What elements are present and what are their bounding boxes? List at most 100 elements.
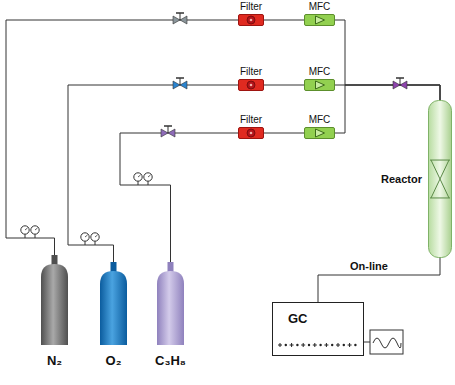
pressure-gauge xyxy=(81,233,89,241)
filter-box-shape xyxy=(238,14,264,26)
mfc-box-shape xyxy=(304,79,335,91)
gas-line xyxy=(120,133,238,262)
node-label: MFC xyxy=(309,114,331,125)
drawing-part xyxy=(431,160,449,198)
node-label: MFC xyxy=(309,1,331,12)
drawing-part xyxy=(316,16,325,24)
drawing-part xyxy=(250,84,253,87)
node-label: Filter xyxy=(240,114,262,125)
reactor-column-shape xyxy=(428,100,452,258)
gas-cylinder-shape xyxy=(41,255,68,345)
valve-symbol xyxy=(173,16,180,24)
valve-symbol xyxy=(180,16,187,24)
drawing-part xyxy=(250,19,253,22)
gas-cylinder-shape xyxy=(100,262,127,345)
drawing-part xyxy=(250,132,253,135)
drawing-part xyxy=(316,129,325,137)
gas-line xyxy=(264,20,304,21)
gas-label: O₂ xyxy=(106,353,122,368)
drawing-part xyxy=(430,160,450,161)
valve-symbol xyxy=(168,129,175,137)
gas-line xyxy=(264,85,304,86)
signal-wave xyxy=(373,338,401,348)
drawing-part xyxy=(247,81,255,89)
gas-cylinder: C₃H₈ xyxy=(157,262,184,345)
gas-line xyxy=(335,85,440,133)
drawing-part xyxy=(273,303,364,356)
node-label: Reactor xyxy=(381,173,422,185)
valve-symbol xyxy=(400,81,407,89)
drawing-part xyxy=(430,197,450,198)
node-label: GC xyxy=(288,311,308,326)
gas-line xyxy=(318,258,440,302)
pressure-gauge xyxy=(91,233,99,241)
drawing-part xyxy=(331,344,333,346)
filter-box: Filter xyxy=(238,127,264,139)
valve-symbol xyxy=(180,81,187,89)
valve-symbol xyxy=(161,129,168,137)
gas-label: N₂ xyxy=(47,353,62,368)
drawing-part xyxy=(239,80,264,91)
filter-box: Filter xyxy=(238,14,264,26)
pressure-gauge xyxy=(134,173,142,181)
gas-line xyxy=(6,20,238,255)
drawing-part xyxy=(349,343,350,347)
gas-cylinder: O₂ xyxy=(100,262,127,345)
valve-stem xyxy=(400,78,401,85)
drawing-part xyxy=(303,343,304,347)
drawing-part xyxy=(431,160,449,198)
drawing-part xyxy=(343,344,345,346)
gauge-needle xyxy=(95,235,98,237)
gauge-needle xyxy=(138,175,141,177)
node-label: Filter xyxy=(240,1,262,12)
drawing-part xyxy=(291,343,292,347)
drawing-part xyxy=(338,343,339,347)
reactor-column: Reactor xyxy=(428,100,452,258)
drawing-part xyxy=(319,344,321,346)
filter-box-shape xyxy=(238,79,264,91)
pressure-gauge xyxy=(21,226,29,234)
drawing-part xyxy=(41,264,68,345)
drawing-part xyxy=(305,128,335,139)
drawing-part xyxy=(316,81,325,89)
recorder-box xyxy=(370,330,403,354)
drawing-part xyxy=(305,80,335,91)
gauge-needle xyxy=(148,175,151,177)
gauge-needle xyxy=(35,228,38,230)
drawing-part xyxy=(296,344,298,346)
pressure-gauge xyxy=(31,226,39,234)
drawing-part xyxy=(280,343,281,347)
valve-stem xyxy=(180,78,181,85)
drawing-part xyxy=(326,343,327,347)
valve-symbol xyxy=(173,81,180,89)
gc-instrument: GC xyxy=(272,302,364,356)
gas-line xyxy=(335,20,440,100)
valve-handle xyxy=(176,77,184,79)
drawing-part xyxy=(354,344,356,346)
gas-line xyxy=(264,133,304,134)
valve-symbol xyxy=(393,81,400,89)
drawing-part xyxy=(429,101,452,258)
gas-line xyxy=(68,85,238,262)
gc-instrument-shape xyxy=(272,302,364,356)
drawing-part xyxy=(285,344,287,346)
valve-stem xyxy=(180,13,181,20)
drawing-part xyxy=(314,343,315,347)
mfc-box: MFC xyxy=(304,127,335,139)
signal-wire xyxy=(364,342,370,343)
valve-handle xyxy=(396,77,404,79)
edge-label: On-line xyxy=(348,260,390,272)
drawing-part xyxy=(157,271,184,345)
drawing-part xyxy=(239,128,264,139)
gas-label: C₃H₈ xyxy=(155,353,186,368)
mfc-box: MFC xyxy=(304,14,335,26)
drawing-part xyxy=(100,271,127,345)
filter-box-shape xyxy=(238,127,264,139)
valve-stem xyxy=(168,126,169,133)
filter-box: Filter xyxy=(238,79,264,91)
drawing-part xyxy=(239,15,264,26)
mfc-box-shape xyxy=(304,14,335,26)
